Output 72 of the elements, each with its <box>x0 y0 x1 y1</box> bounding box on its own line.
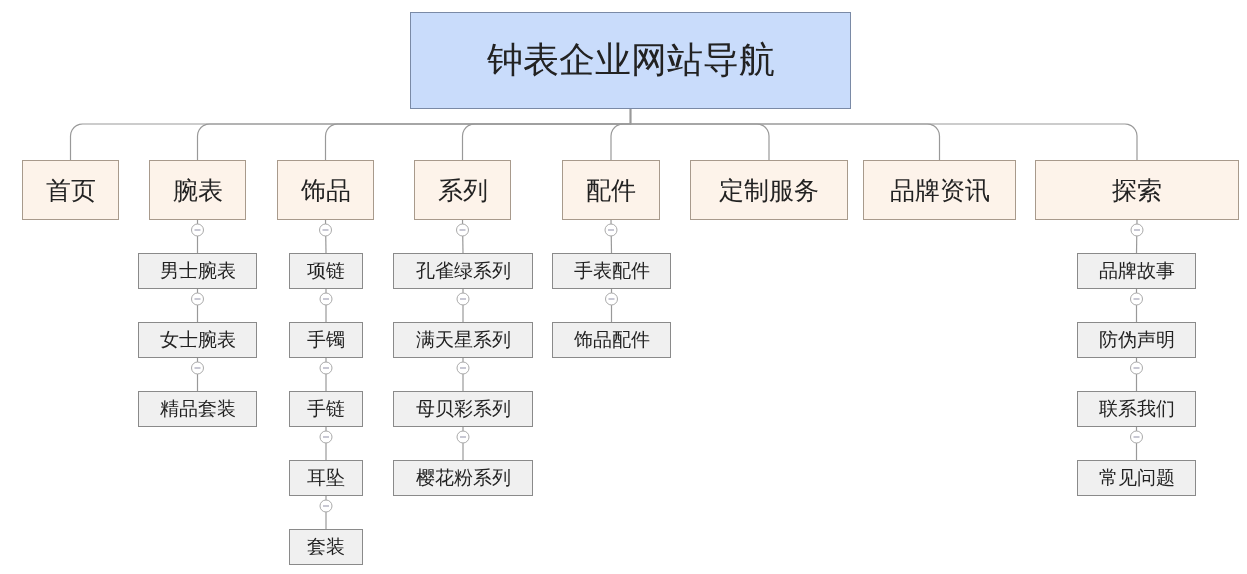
page-box <box>393 460 533 496</box>
connector-line <box>462 288 464 323</box>
category-box <box>863 160 1016 220</box>
page-box <box>393 253 533 289</box>
node-label: 系列 <box>437 174 488 207</box>
connector-line <box>461 219 464 254</box>
category-box <box>690 160 848 220</box>
node-label: 孔雀绿系列 <box>415 258 511 283</box>
category-box <box>562 160 660 220</box>
category-box <box>1035 160 1239 220</box>
category-box <box>414 160 511 220</box>
node-label: 探索 <box>1112 174 1162 207</box>
page-box <box>552 322 671 358</box>
node-label: 联系我们 <box>1098 396 1175 421</box>
connector-line <box>325 495 327 530</box>
category-box <box>277 160 374 220</box>
page-box <box>289 460 363 496</box>
node-label: 樱花粉系列 <box>415 465 511 490</box>
node-label: 防伪声明 <box>1098 327 1175 352</box>
connector-line <box>1135 426 1138 461</box>
node-label: 品牌资讯 <box>889 174 990 207</box>
page-box <box>138 253 257 289</box>
node-label: 满天星系列 <box>415 327 511 352</box>
title-box <box>410 12 851 109</box>
page-box <box>138 322 257 358</box>
node-label: 母贝彩系列 <box>415 396 511 421</box>
page-box <box>289 322 363 358</box>
connector-line <box>1135 357 1138 392</box>
node-label: 女士腕表 <box>159 327 236 352</box>
node-label: 手链 <box>307 396 345 421</box>
node-label: 定制服务 <box>719 174 819 207</box>
node-label: 项链 <box>307 258 345 283</box>
page-box <box>393 391 533 427</box>
node-label: 常见问题 <box>1098 465 1175 490</box>
node-label: 精品套装 <box>159 396 236 421</box>
page-box <box>1077 391 1196 427</box>
connector-line <box>462 426 464 461</box>
category-box <box>22 160 119 220</box>
connector-line <box>196 219 199 254</box>
node-label: 手镯 <box>307 327 345 352</box>
page-box <box>393 322 533 358</box>
connector-line <box>324 219 327 254</box>
category-box <box>149 160 246 220</box>
node-label: 手表配件 <box>573 258 650 283</box>
node-label: 男士腕表 <box>159 258 236 283</box>
node-label: 耳坠 <box>307 465 345 490</box>
page-box <box>289 529 363 565</box>
page-box <box>552 253 671 289</box>
connector-line <box>610 288 613 323</box>
connector-line <box>325 357 327 392</box>
node-label: 饰品 <box>300 174 351 207</box>
connector-line <box>1135 288 1138 323</box>
connector-line <box>462 357 464 392</box>
page-box <box>1077 322 1196 358</box>
node-label: 首页 <box>45 174 96 207</box>
node-label: 套装 <box>307 534 345 559</box>
page-box <box>1077 460 1196 496</box>
connector-line <box>1135 219 1138 254</box>
connector-line <box>196 288 199 323</box>
node-label: 饰品配件 <box>573 327 650 352</box>
node-label: 腕表 <box>172 174 223 207</box>
page-box <box>289 391 363 427</box>
node-label: 品牌故事 <box>1098 258 1175 283</box>
node-label: 配件 <box>586 174 636 207</box>
page-box <box>1077 253 1196 289</box>
page-box <box>138 391 257 427</box>
page-box <box>289 253 363 289</box>
connector-line <box>196 357 199 392</box>
connector-line <box>325 288 327 323</box>
connector-line <box>325 426 327 461</box>
node-label: 钟表企业网站导航 <box>486 38 775 82</box>
connector-line <box>610 219 613 254</box>
